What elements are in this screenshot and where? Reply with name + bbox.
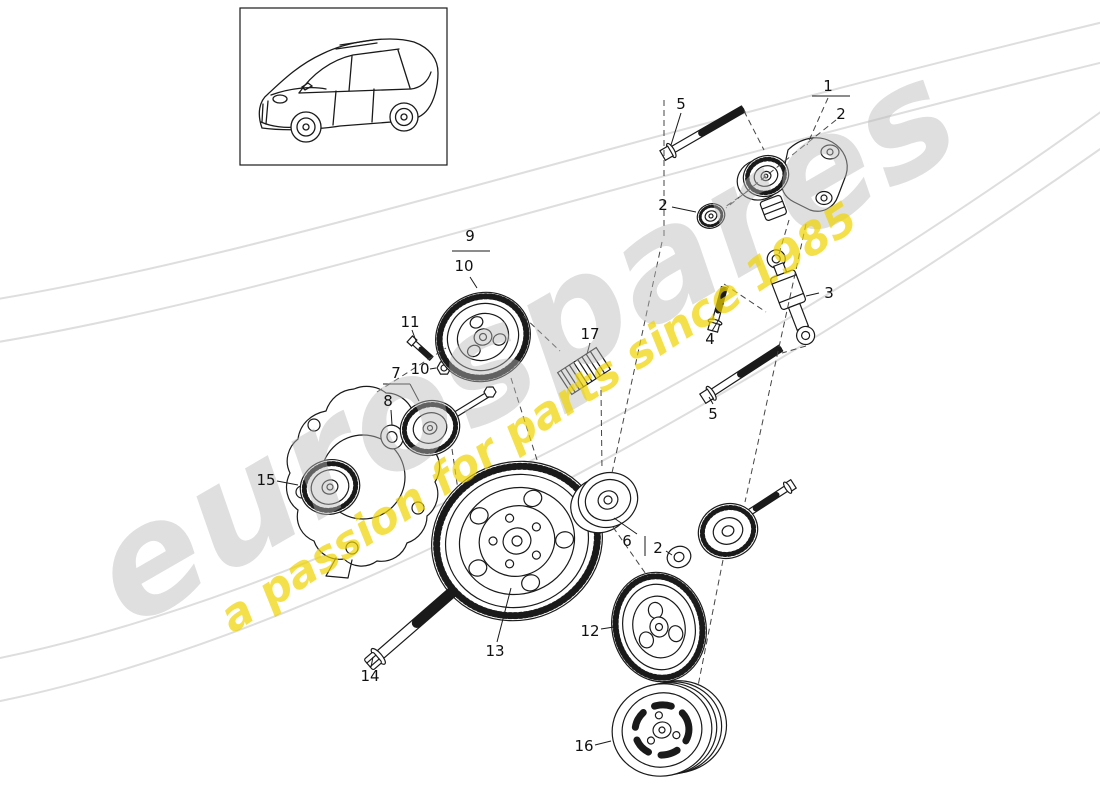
bolt-14 (364, 585, 459, 670)
pulley-9 (435, 291, 531, 383)
pulley-12 (611, 571, 707, 683)
ac-compressor-clutch-16 (611, 680, 728, 777)
washer-2a (696, 203, 726, 229)
belt-tensioner-assembly (736, 137, 848, 221)
tensioner-pulley (736, 154, 790, 201)
washer-2b (666, 545, 692, 569)
crankshaft-pulley-13 (431, 460, 603, 622)
tensioner-pulley-small-group (380, 335, 497, 457)
bolt-4 (707, 285, 728, 333)
bolt-11 (406, 335, 434, 361)
construction-lines (376, 97, 837, 687)
water-pump-pulley-front (299, 459, 361, 515)
car-line-art (258, 38, 439, 143)
bolt-5-upper (659, 105, 746, 162)
tensioner-damper-3 (766, 249, 816, 346)
idler-pulley-ribbed (697, 478, 798, 560)
bolt-5-middle (698, 344, 784, 405)
idler-pulley-smooth-6 (570, 471, 639, 534)
tensioner-pulley-small (399, 399, 461, 457)
vehicle-thumbnail (239, 7, 448, 166)
belt-segment-17 (556, 346, 612, 396)
parts-art (285, 105, 848, 777)
leader-lines (276, 95, 850, 746)
